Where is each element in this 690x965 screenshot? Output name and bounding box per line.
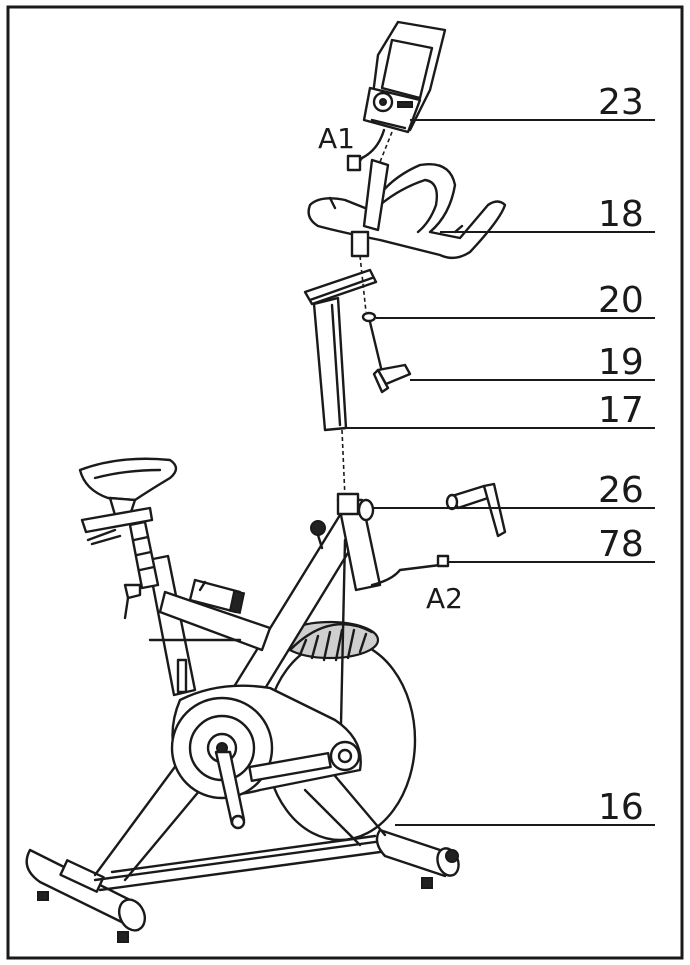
callout-20: 20: [598, 280, 644, 321]
callout-16: 16: [598, 787, 644, 828]
washer: [361, 311, 377, 323]
bushing: [436, 554, 450, 568]
callout-17: 17: [598, 390, 644, 431]
console-monitor: [346, 20, 447, 172]
callout-23: 23: [598, 82, 644, 123]
water-bottle: [188, 578, 246, 615]
handlebar: [307, 158, 507, 313]
diagram-frame: [6, 5, 684, 960]
handlebar-post: [303, 268, 378, 499]
seat-assembly: [78, 457, 188, 694]
adjust-knob: [445, 482, 507, 538]
base-frame: [25, 758, 460, 943]
frame-cable: [370, 563, 442, 587]
callout-78: 78: [598, 524, 644, 565]
chain-guard: [170, 684, 362, 830]
callout-19: 19: [598, 342, 644, 383]
callout-18: 18: [598, 194, 644, 235]
callout-26: 26: [598, 470, 644, 511]
connector-label-a2: A2: [426, 582, 463, 615]
frame-bolt: [310, 520, 326, 550]
handlebar-knob: [368, 320, 412, 394]
connector-label-a1: A1: [318, 122, 355, 155]
head-clamp: [336, 492, 375, 522]
